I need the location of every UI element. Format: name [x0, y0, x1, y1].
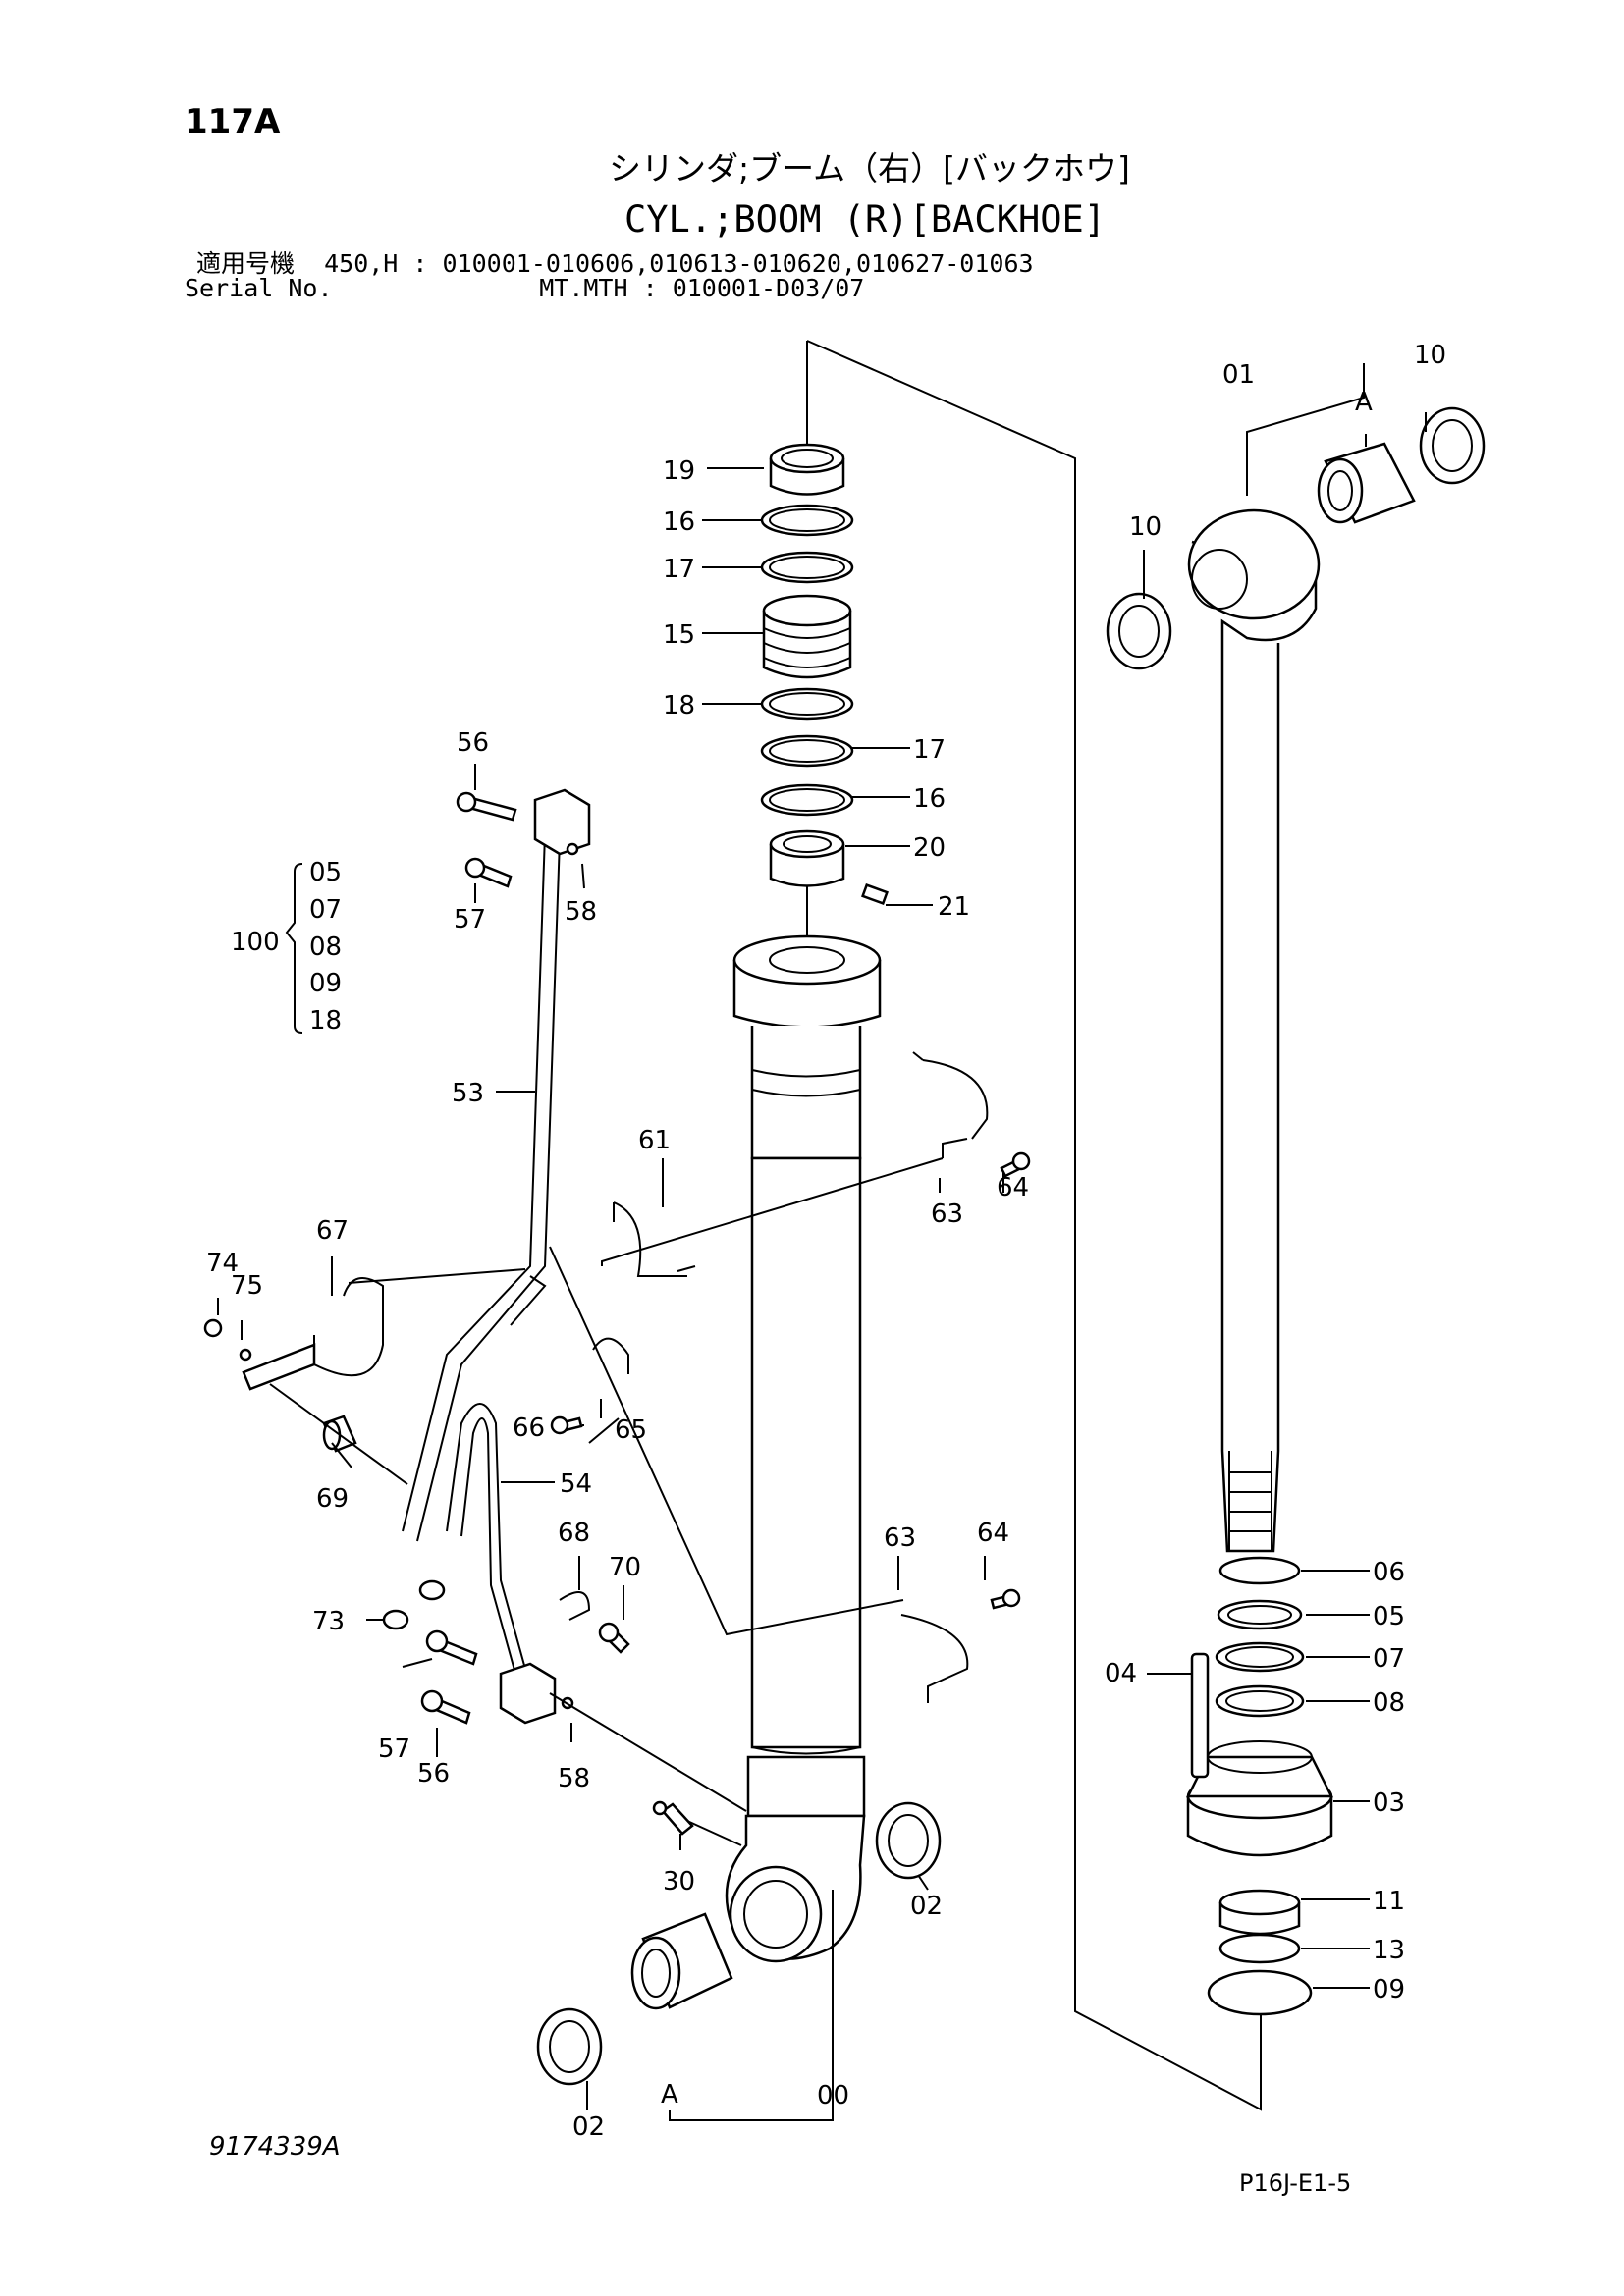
kit-item: 05 — [309, 858, 342, 887]
title-english: CYL.;BOOM (R)[BACKHOE] — [624, 198, 1107, 240]
callout-15: 15 — [663, 620, 695, 650]
callout-19: 19 — [663, 456, 695, 486]
callout-09: 09 — [1373, 1975, 1405, 2004]
callout-10: 10 — [1129, 512, 1162, 542]
piston-rod-part — [1187, 508, 1321, 1553]
flange-block-part — [499, 788, 591, 1725]
serial-line: Serial No. MT.MTH : 010001-D03/07 — [185, 274, 865, 302]
applicability-line: 適用号機 450,H : 010001-010606,010613-010620… — [196, 249, 1034, 278]
callout-75: 75 — [231, 1271, 263, 1301]
page-id: 117A — [185, 102, 281, 141]
callout-02: 02 — [910, 1892, 943, 1921]
callout-30: 30 — [663, 1867, 695, 1896]
cylinder-tube-part — [725, 934, 882, 1963]
callout-69: 69 — [316, 1484, 349, 1514]
callout-65: 65 — [615, 1415, 647, 1445]
callout-A: A — [661, 2080, 678, 2109]
nut-09-part — [1207, 1933, 1313, 2016]
callout-58: 58 — [558, 1764, 590, 1793]
callout-63: 63 — [931, 1200, 963, 1229]
callout-02: 02 — [572, 2112, 605, 2142]
pipe-54-part — [446, 1403, 526, 1675]
seal-10-part — [1106, 406, 1486, 670]
kit-item: 09 — [309, 969, 342, 998]
callout-18: 18 — [663, 691, 695, 721]
callout-56: 56 — [417, 1759, 450, 1789]
bushing-19-part — [769, 443, 845, 496]
callout-01: 01 — [1222, 360, 1255, 390]
callout-66: 66 — [513, 1414, 545, 1443]
callout-63: 63 — [884, 1523, 916, 1553]
clamps-part — [242, 1051, 989, 1703]
callout-06: 06 — [1373, 1558, 1405, 1587]
kit-item: 07 — [309, 895, 342, 925]
page-code: P16J-E1-5 — [1239, 2169, 1352, 2197]
grease-fitting-30-part — [652, 1800, 694, 1836]
callout-00: 00 — [817, 2081, 849, 2110]
wear-ring-11-part — [1218, 1889, 1301, 1936]
callout-70: 70 — [609, 1553, 641, 1582]
bushing-bottom-part — [630, 1912, 733, 2010]
callout-61: 61 — [638, 1126, 671, 1155]
assembly-outline-line — [806, 340, 1262, 2111]
seal-rings-part — [760, 504, 854, 584]
callout-54: 54 — [560, 1469, 592, 1499]
callout-05: 05 — [1373, 1602, 1405, 1631]
title-japanese: シリンダ;ブーム（右）[バックホウ] — [609, 149, 1130, 187]
callout-16: 16 — [913, 784, 946, 814]
piston-03-part — [1185, 1652, 1334, 1857]
bushing-A-part — [1317, 442, 1416, 524]
callout-04: 04 — [1105, 1659, 1137, 1688]
callout-68: 68 — [558, 1519, 590, 1548]
callout-73: 73 — [312, 1607, 345, 1636]
callout-58: 58 — [565, 897, 597, 927]
callout-20: 20 — [913, 833, 946, 863]
piston-rings-part — [1215, 1556, 1305, 1718]
callout-56: 56 — [457, 728, 489, 758]
callout-03: 03 — [1373, 1789, 1405, 1818]
kit-number: 100 — [231, 928, 280, 957]
ring-18-part — [760, 687, 854, 817]
drawing-number: 9174339A — [209, 2132, 341, 2162]
nut-20-part — [769, 829, 889, 906]
kit-item: 08 — [309, 933, 342, 962]
callout-64: 64 — [997, 1173, 1029, 1202]
callout-57: 57 — [454, 905, 486, 934]
callout-16: 16 — [663, 507, 695, 537]
callout-17: 17 — [913, 735, 946, 765]
callout-08: 08 — [1373, 1688, 1405, 1718]
callout-64: 64 — [977, 1519, 1009, 1548]
leader-lines — [217, 363, 1427, 2121]
callout-11: 11 — [1373, 1887, 1405, 1916]
bolts-part — [420, 791, 1031, 1725]
callout-53: 53 — [452, 1079, 484, 1108]
pipe-53-part — [402, 833, 561, 1542]
packing-15-part — [762, 594, 852, 679]
seal-02-part — [536, 1801, 942, 2086]
callout-13: 13 — [1373, 1936, 1405, 1965]
kit-item: 18 — [309, 1006, 342, 1036]
callout-A: A — [1355, 388, 1373, 417]
callout-57: 57 — [378, 1735, 410, 1764]
callout-74: 74 — [206, 1249, 239, 1278]
callout-67: 67 — [316, 1216, 349, 1246]
callout-10: 10 — [1414, 341, 1446, 370]
callout-17: 17 — [663, 555, 695, 584]
callout-labels: 19 16 17 15 18 17 16 20 21 01 10 A 10 56… — [206, 341, 1446, 2142]
callout-21: 21 — [938, 892, 970, 922]
callout-07: 07 — [1373, 1644, 1405, 1674]
